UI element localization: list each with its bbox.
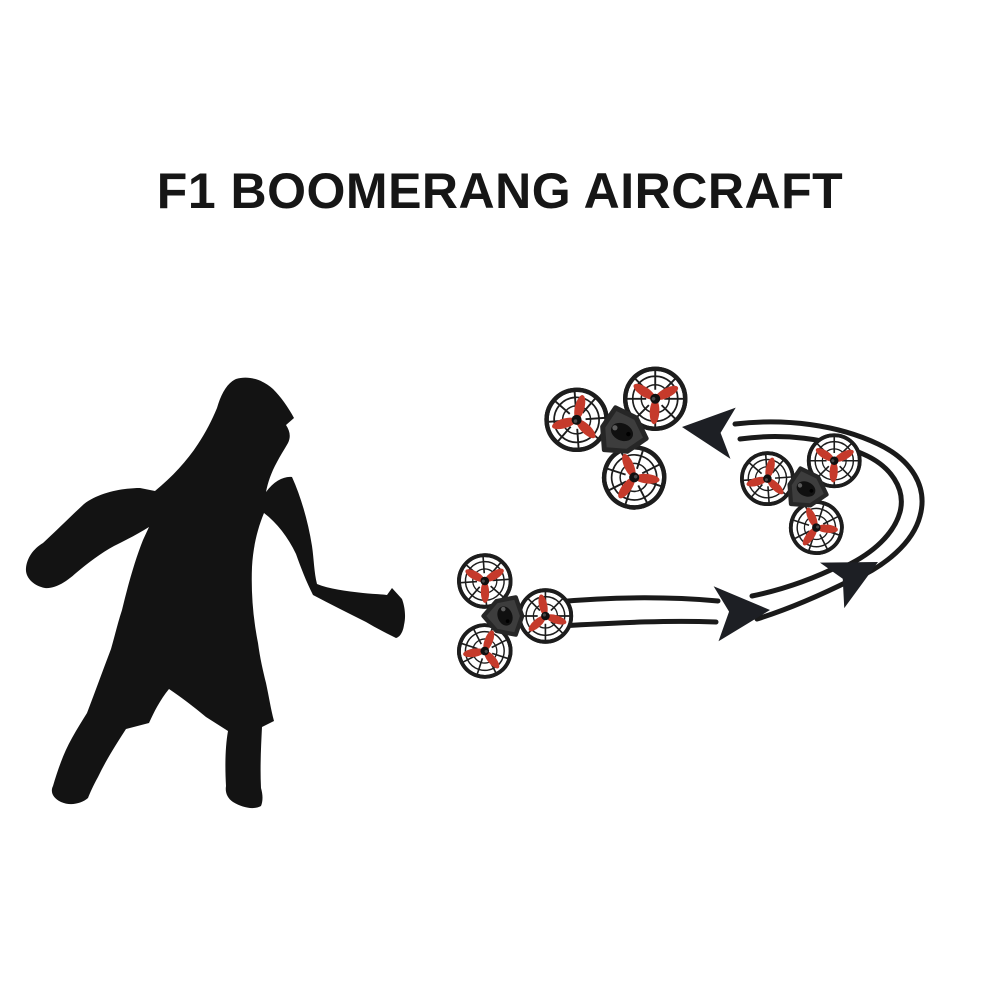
flight-path-loop-inner-curve xyxy=(737,434,904,569)
arrowhead-return-icon xyxy=(682,407,736,459)
flight-path-outbound-upper-line xyxy=(553,595,721,605)
flight-path-outbound-lower-line xyxy=(555,618,719,629)
page-title: F1 BOOMERANG AIRCRAFT xyxy=(156,163,844,219)
flight-path-mid-lower-line xyxy=(754,577,854,622)
drone-bottom-left xyxy=(448,545,571,686)
arrowhead-loop-icon xyxy=(819,562,878,609)
throwing-person-silhouette xyxy=(25,377,406,809)
boomerang-flight-path xyxy=(553,419,925,629)
arrowhead-outbound-icon xyxy=(713,586,770,642)
flight-path-loop-outer-curve xyxy=(732,419,925,583)
flight-path-arrowheads xyxy=(682,407,878,642)
